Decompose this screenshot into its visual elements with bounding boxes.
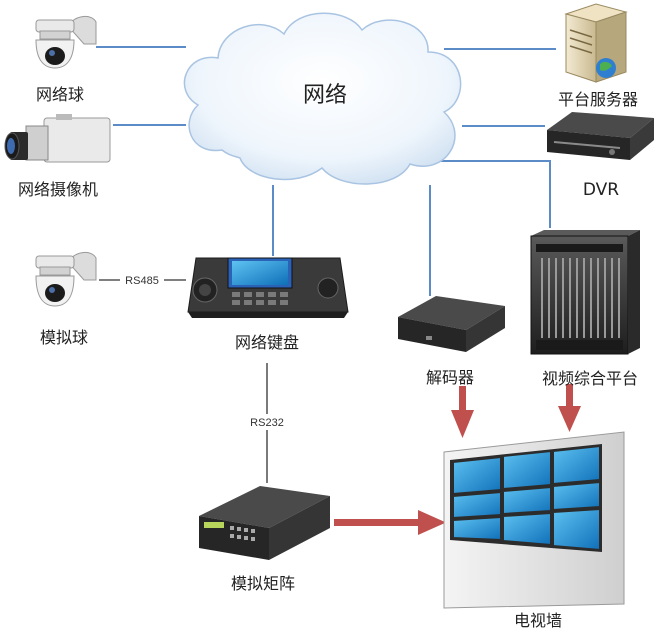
analog-matrix-icon [199,486,330,560]
platform-server-label: 平台服务器 [558,90,638,109]
network-keyboard-label: 网络键盘 [235,333,299,352]
analog-dome-label: 模拟球 [40,328,88,347]
cloud-shape [183,12,462,185]
decoder-device: 解码器 [398,296,505,387]
rs232-label: RS232 [250,417,284,429]
network-camera-label: 网络摄像机 [18,180,98,199]
platform-server-device: 平台服务器 [558,3,638,109]
video-arrows [334,384,581,535]
video-wall-label: 电视墙 [514,611,562,630]
decoder-label: 解码器 [426,368,474,387]
analog-matrix-label: 模拟矩阵 [231,574,295,593]
dvr-icon [547,112,654,160]
arrow-platform-wall [558,384,581,432]
video-platform-icon [530,230,640,355]
server-icon [564,3,628,83]
cloud-label: 网络 [303,83,347,108]
video-wall-device: 电视墙 [443,431,625,630]
network-dome-device: 网络球 [35,16,97,104]
keyboard-icon [187,257,349,318]
video-platform-label: 视频综合平台 [542,369,638,388]
arrow-decoder-wall [451,386,474,438]
link-cloud-video-platform [436,160,551,228]
arrow-matrix-wall [334,510,446,535]
video-wall-icon [443,431,625,609]
decoder-icon [398,296,505,352]
analog-dome-device: 模拟球 [35,252,97,347]
network-dome-label: 网络球 [36,85,84,104]
box-camera-icon [4,114,111,163]
rs485-label: RS485 [125,275,159,287]
analog-matrix-device: 模拟矩阵 [199,486,330,593]
network-cloud: 网络 [183,12,462,185]
dvr-device: DVR [547,112,654,200]
video-platform-device: 视频综合平台 [530,230,640,388]
network-camera-device: 网络摄像机 [4,114,111,199]
dome-camera-icon [35,16,97,69]
dvr-label: DVR [583,180,619,200]
network-links [96,46,556,296]
analog-dome-icon [35,252,97,307]
network-keyboard-device: 网络键盘 [187,257,349,352]
